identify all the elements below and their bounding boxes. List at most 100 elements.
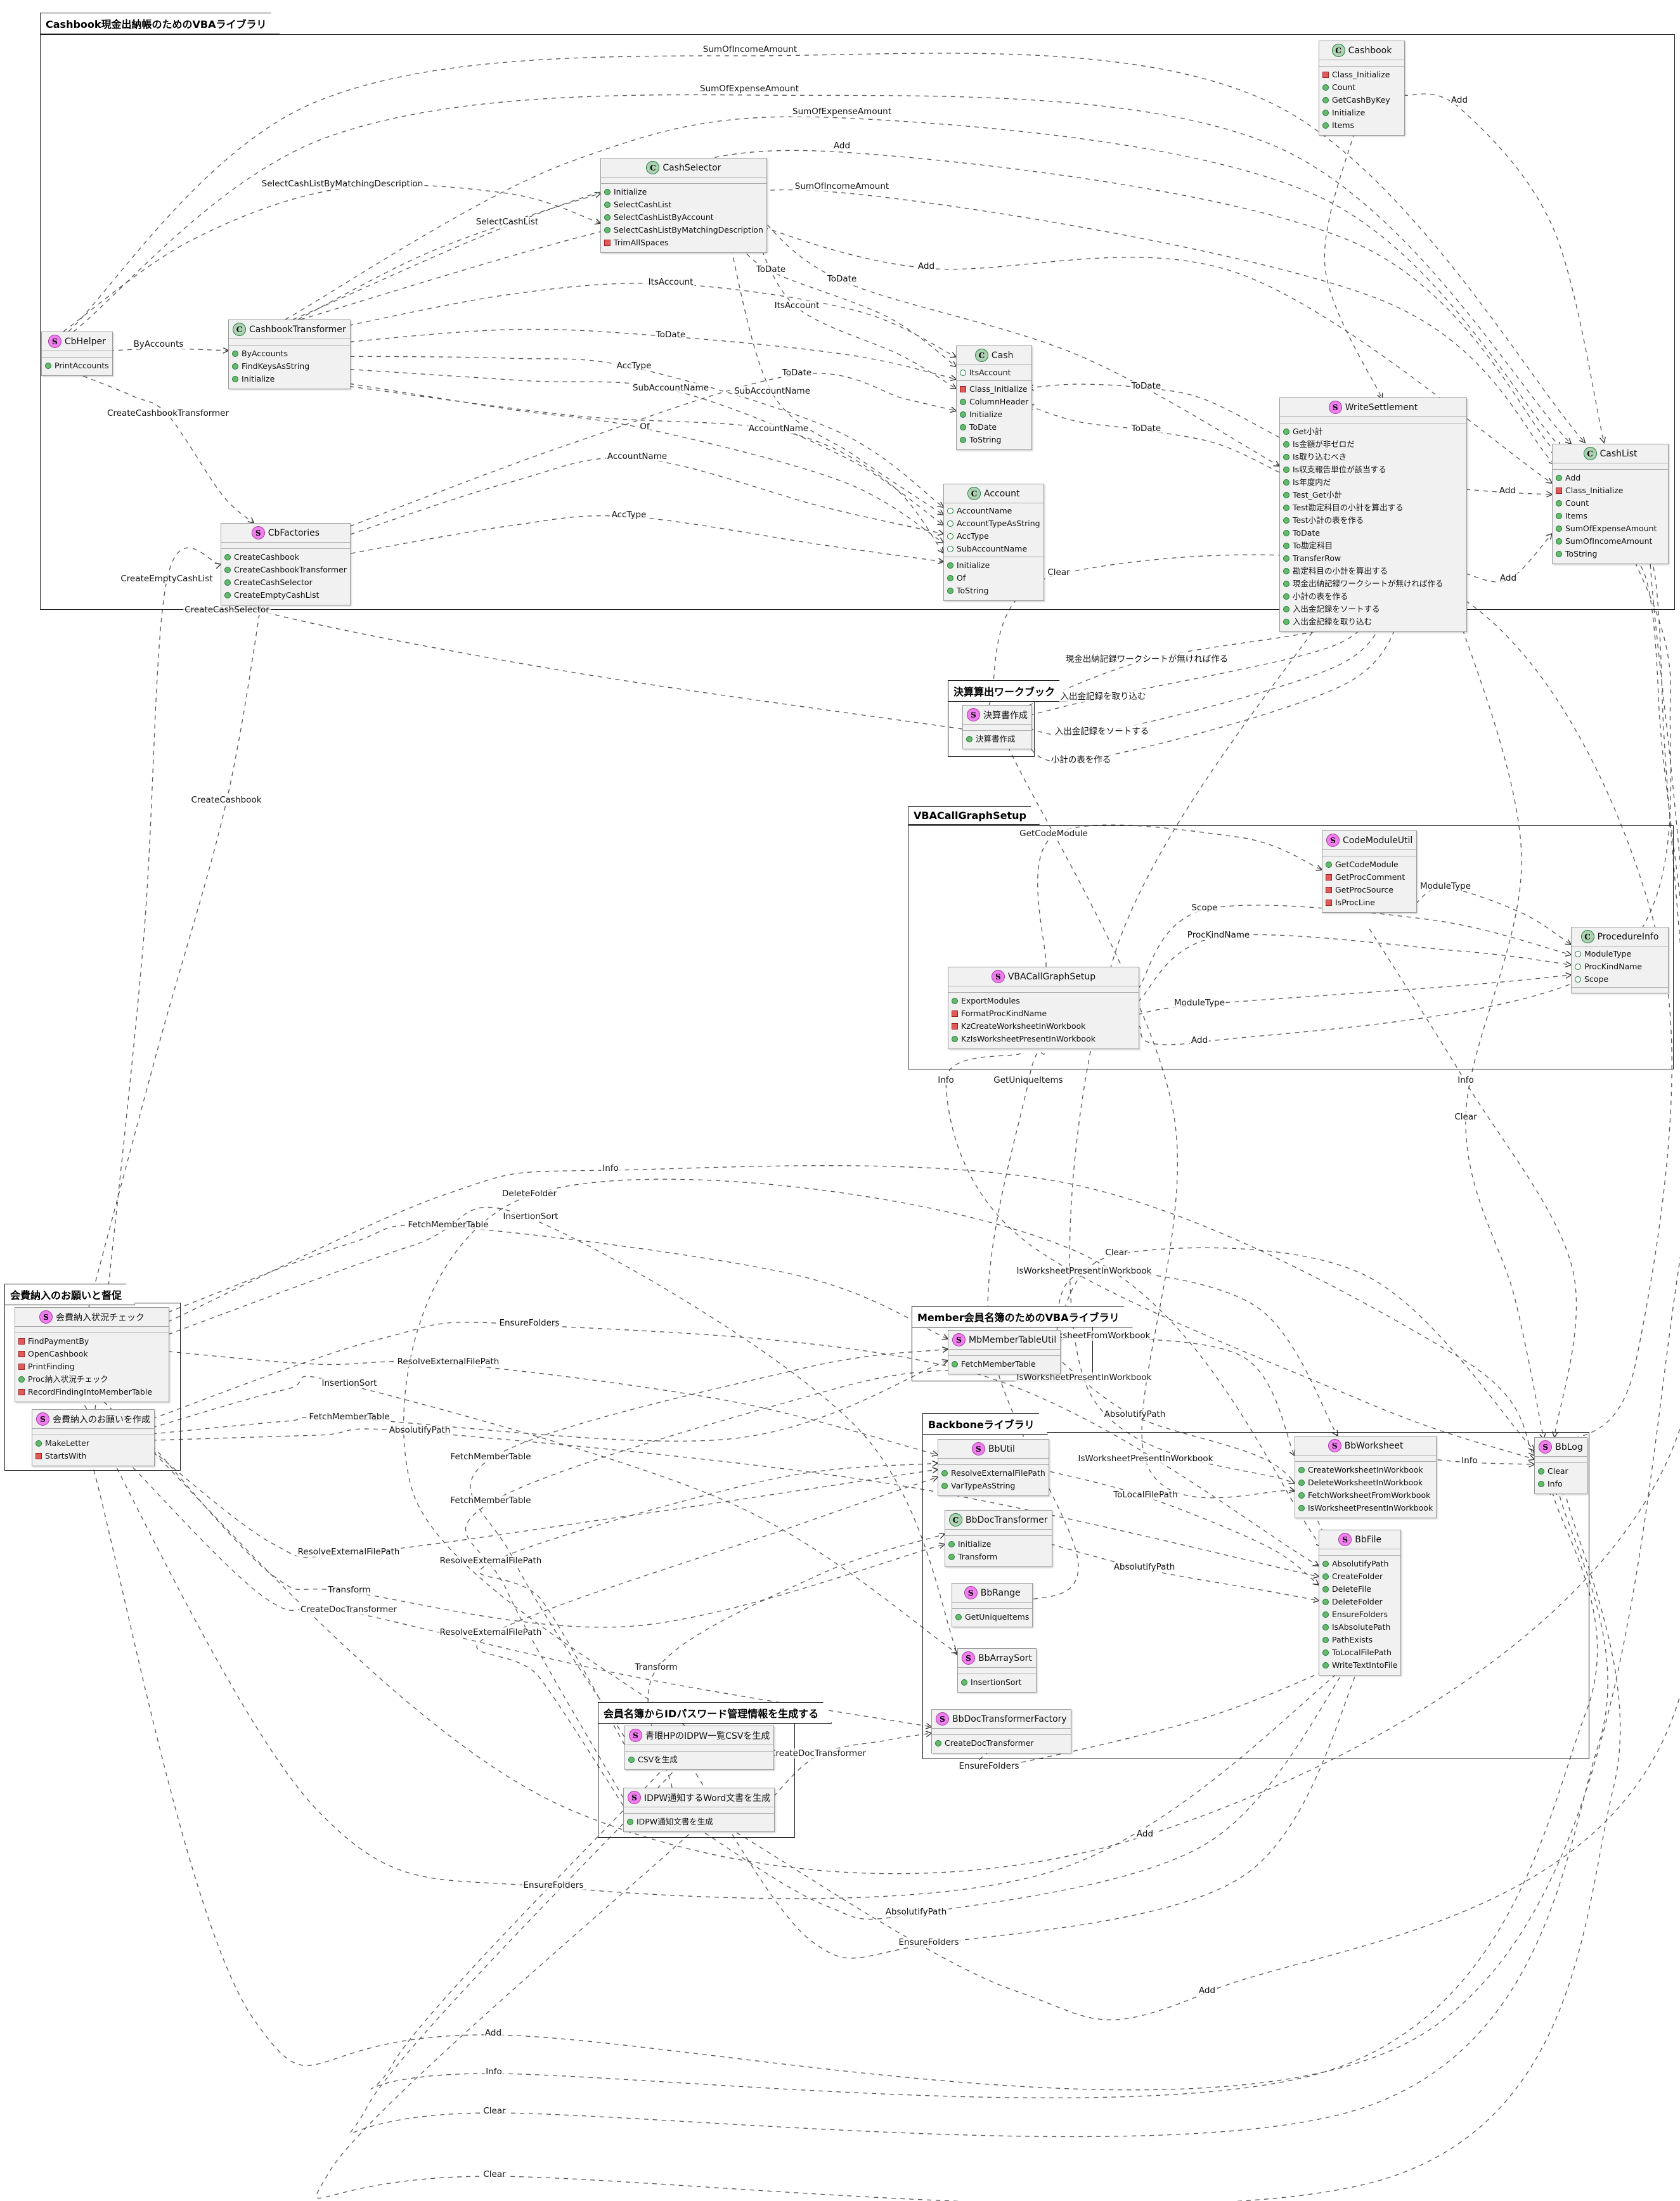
member-name: WriteTextIntoFile (1332, 1660, 1398, 1670)
edge-label: SumOfIncomeAmount (701, 44, 799, 55)
edge-wordgen-to-bbutil-ResolveExternalFilePath (476, 1477, 938, 1806)
member-row: SelectCashList (604, 198, 763, 211)
edge-label: SubAccountName (631, 383, 711, 393)
edge-label: Clear (1046, 567, 1071, 578)
edge-cashselector-to-account-SubAccountName (728, 240, 943, 515)
fields-section (952, 1602, 1033, 1609)
package-body-pkg-vba (908, 825, 1674, 1069)
member-name: InsertionSort (971, 1677, 1022, 1687)
edge-label: ItsAccount (773, 300, 821, 311)
class-spot-icon: C (233, 323, 246, 336)
member-name: ColumnHeader (969, 397, 1029, 406)
member-name: Is年度内だ (1293, 477, 1331, 487)
public-method-icon (1298, 1480, 1305, 1486)
member-name: 入出金記録を取り込む (1293, 617, 1373, 626)
member-name: SelectCashListByMatchingDescription (614, 225, 763, 235)
member-name: MakeLetter (45, 1438, 89, 1448)
private-method-icon (18, 1351, 25, 1357)
fields-section: ItsAccount (957, 365, 1032, 381)
member-row: CreateWorksheetInWorkbook (1298, 1464, 1433, 1476)
edge-label: SubAccountName (732, 386, 812, 396)
member-row: WriteTextIntoFile (1322, 1659, 1397, 1672)
member-name: Items (1565, 511, 1587, 520)
public-method-icon (966, 736, 972, 742)
member-name: SelectCashList (614, 200, 672, 209)
member-name: Test小計の表を作る (1293, 515, 1364, 525)
member-name: Add (1565, 473, 1581, 482)
edge-label: ToLocalFilePath (1112, 1490, 1179, 1500)
edge-label: ToDate (780, 368, 813, 378)
public-method-icon (1283, 593, 1289, 600)
static-spot-icon: S (962, 1651, 975, 1665)
member-row: CreateCashbook (224, 551, 347, 564)
member-row: CreateEmptyCashList (224, 589, 347, 602)
public-method-icon (45, 363, 51, 369)
class-name: 会費納入のお願いを作成 (53, 1414, 150, 1425)
member-name: Clear (1548, 1466, 1568, 1476)
member-row: TransferRow (1283, 552, 1463, 565)
edge-cashbook-to-cashlist-Add (1403, 93, 1604, 442)
member-row: KzIsWorksheetPresentInWorkbook (952, 1033, 1135, 1045)
edge-label: InsertionSort (501, 1211, 560, 1222)
fields-section (1295, 1455, 1437, 1462)
member-name: GetProcComment (1335, 872, 1405, 882)
member-name: PrintFinding (28, 1362, 75, 1371)
public-method-icon (1283, 543, 1289, 549)
edge-writesettlement-to-cash-ToDate (1028, 406, 1280, 473)
edge-vbacallgraphsetup-to-procedureinfo-ProcKindName (1137, 934, 1571, 1002)
field-icon (1575, 951, 1581, 957)
fields-section (221, 542, 350, 549)
edge-label: EnsureFolders (498, 1318, 561, 1328)
member-name: Test勘定科目の小計を算出する (1293, 503, 1404, 512)
methods-section: GetUniqueItems (952, 1609, 1032, 1627)
edge-kaihicheck-to-bblog-Info (167, 1165, 1534, 1456)
edge-label: Add (832, 141, 852, 151)
member-row: Count (1322, 81, 1401, 94)
member-name: KzIsWorksheetPresentInWorkbook (961, 1034, 1095, 1043)
member-name: Initialize (958, 1539, 992, 1549)
package-tab-pkg-vba: VBACallGraphSetup (908, 806, 1040, 825)
edge-csvgen-to-bbfile-EnsureFolders (690, 1658, 1363, 1959)
edge-cbhelper-to-cashlist-SumOfIncomeAmount (68, 53, 1585, 442)
edge-wordgen-to-bbfile-AbsolutifyPath (697, 1657, 1354, 1920)
fields-section (229, 339, 350, 345)
member-row: CSVを生成 (628, 1753, 770, 1766)
edge-label: Info (601, 1163, 620, 1173)
public-method-icon (1322, 84, 1329, 91)
edge-kaihicheck-to-bbarraysort-InsertionSort (167, 1206, 959, 1656)
edge-kaihicheck-to-bbutil-ResolveExternalFilePath (167, 1351, 938, 1455)
edge-label: Transform (633, 1662, 679, 1672)
member-row: Count (1556, 497, 1665, 510)
edge-writesettlement-to-cashlist-Add (1465, 489, 1552, 494)
fields-section (15, 1326, 169, 1333)
member-name: ProcKindName (1584, 962, 1643, 971)
member-row: GetCashByKey (1322, 94, 1401, 106)
public-method-icon (1283, 492, 1289, 498)
member-name: ToDate (969, 422, 997, 432)
member-name: GetUniqueItems (965, 1612, 1030, 1622)
edge-label: CreateDocTransformer (768, 1748, 867, 1759)
member-name: Test_Get小計 (1293, 490, 1343, 500)
member-row: ModuleType (1575, 948, 1665, 960)
member-row: AccType (947, 530, 1040, 543)
member-row: KzCreateWorksheetInWorkbook (952, 1020, 1135, 1033)
member-row: ToString (947, 584, 1040, 597)
edge-mbmembertableutil-to-bbworksheet-FetchWorksheetFromWorkbook (1055, 1337, 1295, 1456)
public-method-icon (1283, 619, 1289, 625)
methods-section: CreateDocTransformer (932, 1735, 1071, 1753)
public-method-icon (960, 424, 966, 430)
class-name: IDPW通知するWord文書を生成 (644, 1793, 771, 1804)
